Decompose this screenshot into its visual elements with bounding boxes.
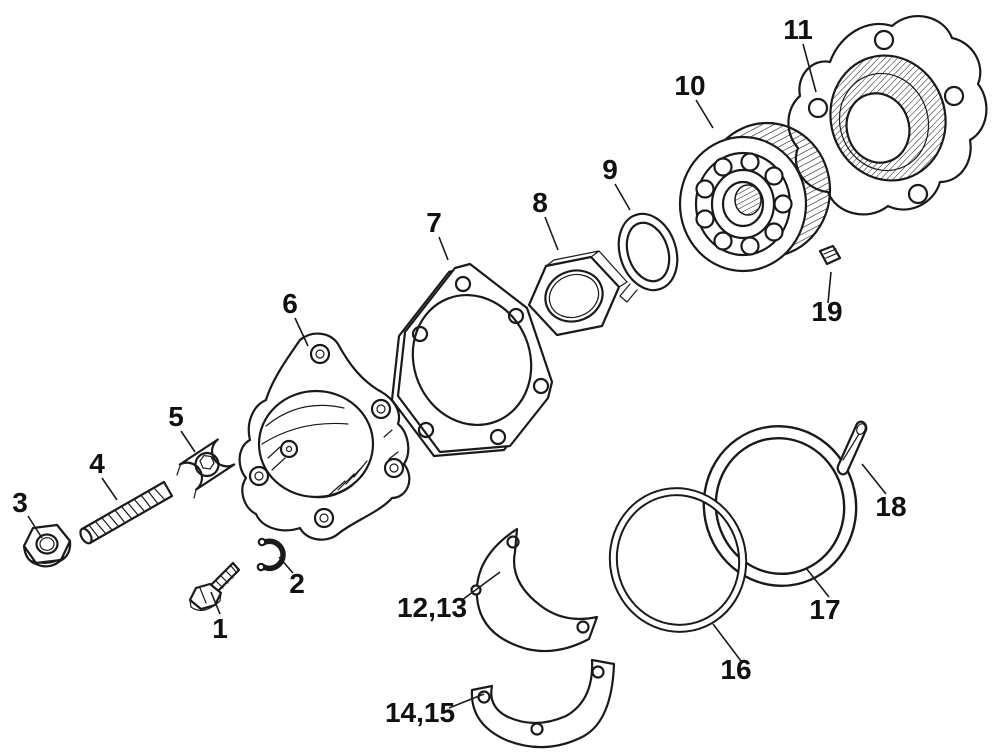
callout-label-1: 1 [212,613,228,644]
part-3-flanged-nut [22,523,72,568]
callout-label-9: 9 [602,154,618,185]
callout-labels: 1 2 3 4 5 6 7 8 9 10 11 12,13 14,15 16 1… [12,14,906,728]
part-14-15-shim-half-lower [470,658,616,749]
part-5-retainer-plate [176,438,236,499]
part-2-circlip [256,537,286,572]
callout-label-12-13: 12,13 [397,592,467,623]
part-18-dowel-pin [836,420,868,476]
callout-label-2: 2 [289,568,305,599]
callout-label-4: 4 [89,448,105,479]
callout-label-14-15: 14,15 [385,697,455,728]
callout-label-10: 10 [674,70,705,101]
callout-label-6: 6 [282,288,298,319]
part-16-flat-gasket-ring [608,487,748,633]
callout-label-17: 17 [809,594,840,625]
part-8-hex-locknut [527,250,628,337]
callout-label-8: 8 [532,187,548,218]
part-9-tab-lock-washer [617,212,679,303]
callout-label-3: 3 [12,487,28,518]
part-7-gasket-plate [390,262,554,458]
callout-label-19: 19 [811,296,842,327]
part-1-hex-bolt [188,561,241,611]
part-19-plug-screw [818,244,842,266]
part-10-ball-bearing [678,121,832,273]
part-6-bearing-cover-housing [238,332,411,541]
callout-label-7: 7 [426,207,442,238]
callout-label-11: 11 [783,14,813,45]
leader-lines [27,43,887,709]
part-17-o-ring [702,424,858,588]
callout-label-18: 18 [875,491,906,522]
part-11-bearing-flange-housing [787,15,988,216]
part-4-threaded-stud [79,480,174,545]
callout-label-16: 16 [720,654,751,685]
callout-label-5: 5 [168,401,184,432]
